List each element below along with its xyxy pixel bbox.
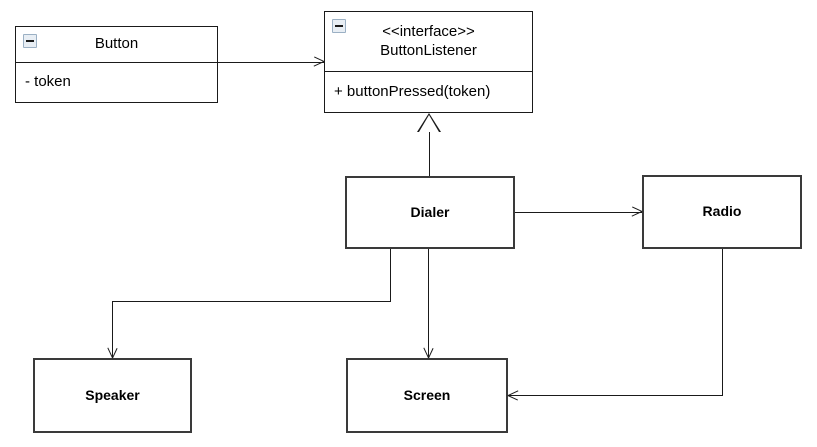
interface-name-buttonlistener: ButtonListener — [380, 41, 477, 59]
class-box-button[interactable]: Button - token — [15, 26, 218, 103]
interface-header-buttonlistener: <<interface>> ButtonListener — [325, 12, 532, 71]
connector-dialer-to-listener[interactable] — [429, 131, 430, 176]
class-box-screen[interactable]: Screen — [346, 358, 508, 433]
connector-dialer-to-speaker-run[interactable] — [112, 301, 391, 302]
operation-buttonpressed: + buttonPressed(token) — [334, 82, 491, 100]
class-name-dialer: Dialer — [410, 203, 450, 220]
connector-dialer-to-radio[interactable] — [515, 212, 642, 213]
attribute-token: - token — [25, 73, 71, 91]
connector-radio-to-screen-drop[interactable] — [722, 249, 723, 395]
connector-radio-to-screen-run[interactable] — [508, 395, 723, 396]
class-header-screen: Screen — [348, 360, 506, 431]
class-header-radio: Radio — [644, 177, 800, 247]
interface-operations-buttonlistener: + buttonPressed(token) — [325, 71, 532, 112]
connector-button-to-listener[interactable] — [218, 62, 324, 63]
interface-stereotype: <<interface>> — [382, 23, 475, 41]
class-header-button: Button — [16, 27, 217, 62]
class-name-speaker: Speaker — [85, 386, 140, 403]
class-name-screen: Screen — [403, 386, 451, 403]
class-name-button: Button — [94, 35, 139, 53]
collapse-minus-icon[interactable] — [332, 19, 346, 33]
class-box-dialer[interactable]: Dialer — [345, 176, 515, 249]
connector-dialer-to-screen[interactable] — [428, 249, 429, 358]
arrowhead-realization-triangle — [417, 113, 441, 132]
connector-dialer-to-speaker-down[interactable] — [112, 301, 113, 358]
class-header-speaker: Speaker — [35, 360, 190, 431]
class-name-radio: Radio — [702, 203, 742, 220]
class-header-dialer: Dialer — [347, 178, 513, 247]
collapse-minus-icon[interactable] — [23, 34, 37, 48]
class-attributes-button: - token — [16, 62, 217, 102]
class-box-speaker[interactable]: Speaker — [33, 358, 192, 433]
class-box-radio[interactable]: Radio — [642, 175, 802, 249]
interface-box-buttonlistener[interactable]: <<interface>> ButtonListener + buttonPre… — [324, 11, 533, 113]
connector-dialer-to-speaker-drop[interactable] — [390, 249, 391, 302]
